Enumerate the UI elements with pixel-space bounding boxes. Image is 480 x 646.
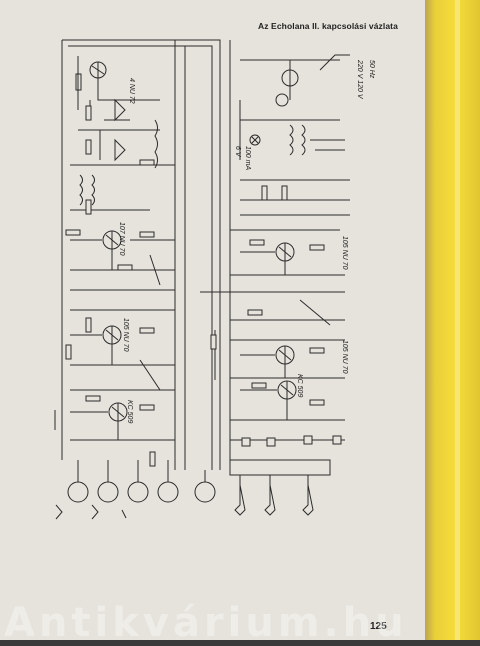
stage-4 bbox=[54, 389, 175, 467]
svg-text:50 Hz: 50 Hz bbox=[368, 60, 375, 79]
right-stage-3 bbox=[230, 380, 345, 441]
left-rails bbox=[61, 39, 221, 470]
stage-1 bbox=[70, 56, 175, 169]
book-page bbox=[0, 0, 430, 640]
svg-text:105 NU 70: 105 NU 70 bbox=[341, 236, 348, 270]
svg-text:6 V: 6 V bbox=[234, 146, 241, 158]
figure-caption: Az Echolana II. kapcsolási vázlata bbox=[258, 21, 398, 31]
svg-text:105 NU 70: 105 NU 70 bbox=[122, 318, 129, 352]
svg-text:KC 509: KC 509 bbox=[126, 400, 133, 423]
stage-3 bbox=[65, 309, 175, 391]
svg-text:107 NU 70: 107 NU 70 bbox=[118, 222, 125, 256]
svg-text:4 NU 72: 4 NU 72 bbox=[128, 78, 135, 104]
svg-text:KC 509: KC 509 bbox=[296, 374, 303, 397]
switch-block bbox=[229, 435, 342, 516]
right-stage-2 bbox=[210, 330, 345, 380]
watermark: Antikvárium.hu bbox=[4, 600, 408, 646]
stage-2 bbox=[65, 174, 175, 291]
svg-text:100 mA: 100 mA bbox=[244, 146, 251, 170]
right-stage-1 bbox=[200, 229, 345, 326]
circuit-schematic: 4 NU 72 107 NU 70 105 NU 70 KC 509 105 N… bbox=[54, 39, 375, 520]
book-spine bbox=[425, 0, 480, 640]
spine-highlight bbox=[455, 0, 460, 640]
din-sockets bbox=[55, 460, 216, 520]
svg-text:220 V 120 V: 220 V 120 V bbox=[356, 59, 363, 100]
page-number: 125 bbox=[370, 621, 387, 632]
svg-text:105 NU 70: 105 NU 70 bbox=[341, 340, 348, 374]
power-supply bbox=[229, 40, 350, 470]
